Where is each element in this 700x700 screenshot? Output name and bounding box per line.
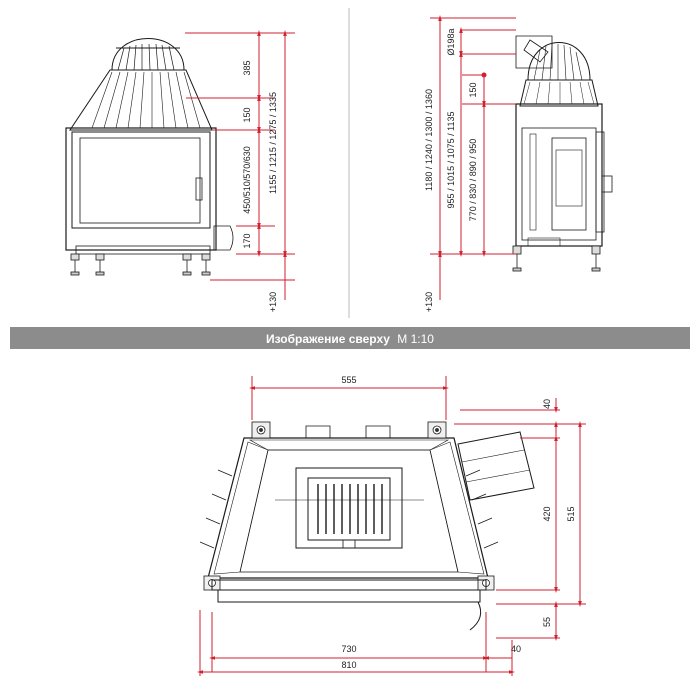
front-dim-plus130: +130	[268, 292, 278, 312]
top-door-strip	[211, 579, 487, 591]
top-dim-40-top: 40	[542, 399, 552, 409]
side-body	[515, 103, 603, 247]
top-insulation-right	[429, 441, 485, 575]
top-dim-55: 55	[542, 617, 552, 627]
top-view: 555 40 420 515 55 730 40 810	[197, 375, 586, 676]
front-flue-dome	[111, 38, 185, 71]
side-hood	[519, 79, 599, 107]
banner-scale: M 1:10	[397, 332, 434, 346]
side-door-panel	[551, 137, 587, 231]
side-flue-dome	[527, 42, 591, 81]
side-feet	[512, 245, 601, 272]
side-dim-b: 770 / 830 / 890 / 950	[468, 139, 478, 222]
side-dim-a: 955 / 1015 / 1075 / 1135	[446, 112, 456, 209]
top-insulation-left	[213, 441, 269, 575]
top-firebox	[239, 449, 459, 573]
front-dim-total: 1155 / 1215 / 1275 / 1335	[268, 92, 278, 194]
front-feet	[70, 253, 211, 276]
svg-text:Изображение сверху M 1:1: Изображение сверху M 1:10	[266, 332, 434, 346]
top-dim-555: 555	[341, 375, 356, 385]
front-door-handle	[195, 177, 203, 201]
side-flue-connector	[515, 35, 553, 69]
top-grate-frame	[295, 467, 403, 549]
front-glass	[79, 137, 201, 224]
top-flue-outlet	[457, 431, 535, 501]
front-dim-385: 385	[242, 60, 252, 75]
top-dim-730: 730	[341, 644, 356, 654]
front-dim-170: 170	[242, 233, 252, 248]
side-dim-plus130: +130	[424, 292, 434, 312]
front-body	[65, 127, 217, 251]
front-air-connector	[213, 225, 234, 251]
top-dim-40-bottom: 40	[511, 644, 521, 654]
top-lifting-lugs	[203, 421, 495, 591]
top-grate	[307, 477, 391, 541]
side-dim-150: 150	[468, 82, 478, 97]
top-dim-810: 810	[341, 660, 356, 670]
front-hood	[69, 69, 213, 131]
front-base	[75, 245, 211, 255]
banner-title: Изображение сверху	[266, 332, 390, 346]
top-dim-515: 515	[566, 506, 576, 521]
side-view: Ø198a 1180 / 1240 / 1300 / 1360 955 / 10…	[424, 15, 613, 312]
front-door-frame	[71, 131, 211, 229]
side-air-connector	[601, 175, 613, 193]
front-dim-mid: 450/510/570/630	[242, 146, 252, 214]
section-banner: Изображение сверху M 1:10	[10, 327, 690, 349]
front-view: 385 150 450/510/570/630 170 1155 / 1215 …	[65, 30, 295, 312]
side-dim-total: 1180 / 1240 / 1300 / 1360	[424, 89, 434, 191]
side-dim-flue: Ø198a	[446, 28, 456, 55]
front-dim-150: 150	[242, 107, 252, 122]
top-outer-body	[207, 437, 489, 579]
top-dim-420: 420	[542, 506, 552, 521]
